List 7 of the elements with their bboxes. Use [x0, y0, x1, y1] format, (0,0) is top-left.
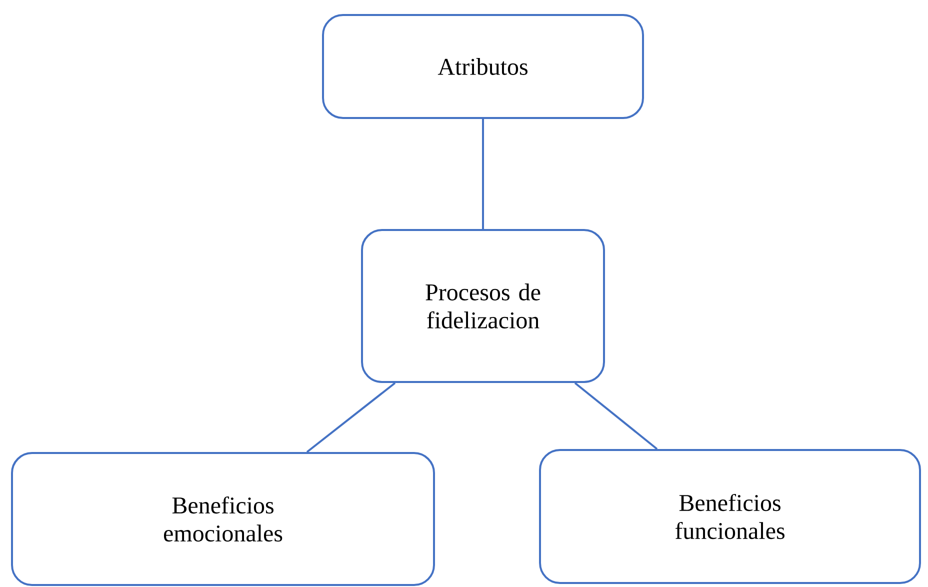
connector-line	[306, 382, 396, 453]
process-box: Atributos	[322, 14, 644, 119]
process-box: Procesos de fidelizacion	[361, 229, 605, 383]
process-box: Beneficios emocionales	[11, 452, 435, 586]
connector-line	[574, 382, 658, 450]
process-box: Beneficios funcionales	[539, 448, 921, 584]
connector-line	[482, 118, 484, 229]
